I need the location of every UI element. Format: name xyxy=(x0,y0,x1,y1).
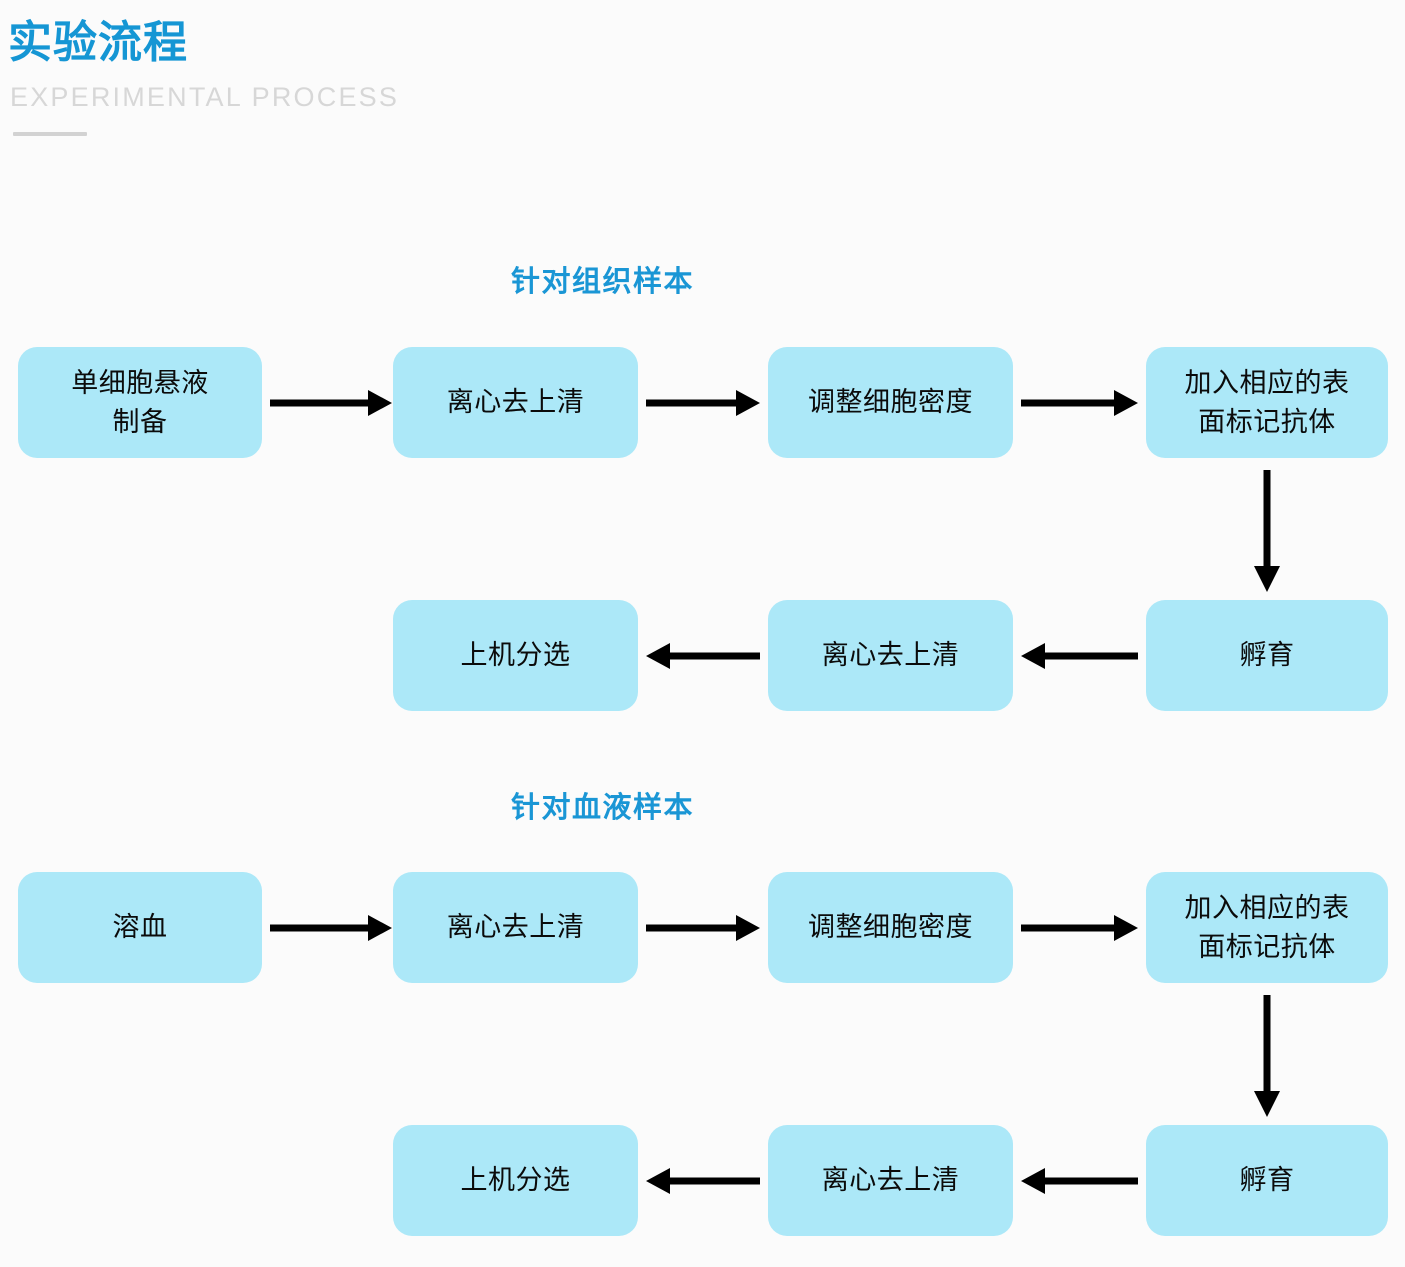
flow-step-label-line: 离心去上清 xyxy=(446,912,585,943)
flow-step-label-line: 制备 xyxy=(112,406,168,437)
flow-step-blood-5[interactable]: 孵育 xyxy=(1146,1125,1388,1236)
arrow-right-icon xyxy=(646,386,760,420)
flow-step-tissue-7[interactable]: 上机分选 xyxy=(393,600,638,711)
arrow-right-icon xyxy=(646,911,760,945)
arrow-left-icon xyxy=(646,639,760,673)
flow-step-tissue-5[interactable]: 孵育 xyxy=(1146,600,1388,711)
page-header: 实验流程 EXPERIMENTAL PROCESS xyxy=(8,18,708,136)
flow-step-label-line: 面标记抗体 xyxy=(1198,406,1336,437)
page-subtitle: EXPERIMENTAL PROCESS xyxy=(10,81,400,112)
header-divider xyxy=(13,131,87,136)
flow-step-label-line: 调整细胞密度 xyxy=(808,912,973,943)
flow-step-label-line: 孵育 xyxy=(1239,640,1295,671)
flow-step-label-line: 上机分选 xyxy=(460,640,571,671)
section-heading-tissue: 针对组织样本 xyxy=(510,266,694,298)
flow-step-label-line: 离心去上清 xyxy=(821,1165,960,1196)
flow-step-blood-2[interactable]: 离心去上清 xyxy=(393,872,638,983)
flow-step-label-line: 孵育 xyxy=(1239,1165,1295,1196)
arrow-right-icon xyxy=(270,386,392,420)
section-heading-blood: 针对血液样本 xyxy=(510,792,694,824)
flow-step-tissue-2[interactable]: 离心去上清 xyxy=(393,347,638,458)
arrow-down-icon xyxy=(1250,470,1284,592)
page-title: 实验流程 xyxy=(8,18,188,67)
arrow-down-icon xyxy=(1250,995,1284,1117)
flow-step-tissue-3[interactable]: 调整细胞密度 xyxy=(768,347,1013,458)
flow-step-tissue-6[interactable]: 离心去上清 xyxy=(768,600,1013,711)
flow-step-tissue-4[interactable]: 加入相应的表 面标记抗体 xyxy=(1146,347,1388,458)
flow-step-label-line: 面标记抗体 xyxy=(1198,931,1336,962)
flow-step-label-line: 离心去上清 xyxy=(821,640,960,671)
flow-step-blood-3[interactable]: 调整细胞密度 xyxy=(768,872,1013,983)
arrow-right-icon xyxy=(1021,911,1138,945)
flow-step-label-line: 单细胞悬液 xyxy=(71,368,209,399)
flow-step-blood-7[interactable]: 上机分选 xyxy=(393,1125,638,1236)
flow-step-label-line: 加入相应的表 xyxy=(1184,368,1350,399)
arrow-left-icon xyxy=(1021,1164,1138,1198)
flow-step-blood-6[interactable]: 离心去上清 xyxy=(768,1125,1013,1236)
flow-step-label-line: 加入相应的表 xyxy=(1184,893,1350,924)
flow-step-label-line: 上机分选 xyxy=(460,1165,571,1196)
flow-step-label-line: 调整细胞密度 xyxy=(808,387,973,418)
flow-step-label-line: 离心去上清 xyxy=(446,387,585,418)
flow-step-blood-4[interactable]: 加入相应的表 面标记抗体 xyxy=(1146,872,1388,983)
arrow-left-icon xyxy=(646,1164,760,1198)
flow-step-tissue-1[interactable]: 单细胞悬液 制备 xyxy=(18,347,262,458)
arrow-left-icon xyxy=(1021,639,1138,673)
arrow-right-icon xyxy=(270,911,392,945)
flow-step-label-line: 溶血 xyxy=(112,912,168,943)
arrow-right-icon xyxy=(1021,386,1138,420)
flow-step-blood-1[interactable]: 溶血 xyxy=(18,872,262,983)
